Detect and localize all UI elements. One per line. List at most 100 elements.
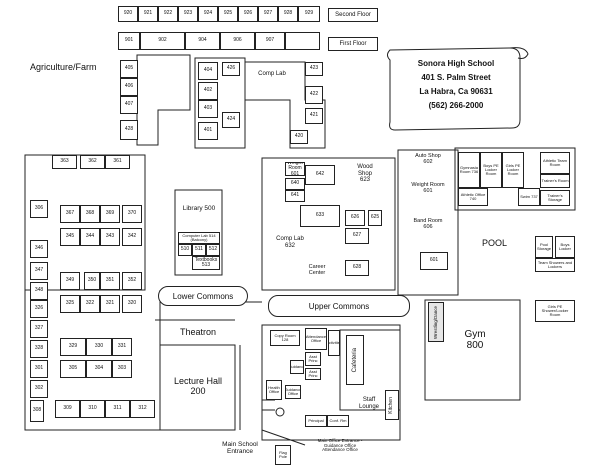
room-423: 423 [305, 62, 323, 76]
room-511: 511 [192, 244, 206, 256]
boys-pe-locker: Boys PE Locker Room [480, 152, 502, 188]
room-625: 625 [368, 210, 382, 226]
room-309: 309 [55, 400, 80, 418]
athletic-office-740: Athletic Office 740 [458, 188, 488, 206]
room-901: 901 [118, 32, 140, 50]
room-321: 321 [100, 295, 120, 313]
guidance: Guidance [290, 360, 304, 374]
room-308: 308 [30, 400, 44, 422]
boys-locker: Boys Locker [555, 236, 575, 258]
room-320: 320 [122, 295, 142, 313]
school-city: La Habra, Ca 90631 [419, 86, 493, 96]
swim-737: Swim 737 [518, 188, 540, 206]
room-922: 922 [158, 6, 178, 22]
room-420: 420 [290, 130, 308, 144]
room-305: 305 [60, 360, 86, 378]
room-422: 422 [305, 86, 323, 104]
theatron-label: Theatron [179, 327, 217, 338]
room-512: 512 [206, 244, 220, 256]
room-601: 601 [420, 252, 448, 270]
room-302: 302 [30, 380, 48, 398]
computer-lab-514: Computer Lab 514 (Balcony) [178, 232, 220, 244]
upper-commons: Upper Commons [268, 295, 410, 317]
main-school-entrance-label: Main School Entrance [222, 440, 258, 455]
room-325: 325 [60, 295, 80, 313]
room-362: 362 [80, 155, 105, 169]
room-924: 924 [198, 6, 218, 22]
principal: Principal [305, 415, 327, 427]
health-office: Health Office [266, 380, 282, 400]
room-310: 310 [80, 400, 105, 418]
room-925: 925 [218, 6, 238, 22]
room-902: 902 [140, 32, 185, 50]
gymnasia-room-736: Gymnasia Room 736 [458, 152, 480, 188]
room-920: 920 [118, 6, 138, 22]
kitchen-label: Kitchen [388, 396, 395, 414]
room-first-floor-small [285, 32, 320, 50]
room-927: 927 [258, 6, 278, 22]
room-626: 626 [345, 210, 365, 226]
room-326: 326 [30, 300, 48, 318]
asst-princ-1: Asst Princ [305, 352, 321, 366]
first-floor-legend: First Floor [328, 37, 378, 51]
school-name: Sonora High School [417, 58, 495, 68]
title-banner-shape [387, 47, 521, 131]
room-363: 363 [52, 155, 77, 169]
room-331: 331 [112, 338, 132, 356]
trainers-room: Trainer's Room [540, 174, 570, 188]
room-421: 421 [305, 108, 323, 124]
wrestling-dance-label: Wrestling/Dance [432, 305, 438, 339]
entrance-circle [275, 407, 285, 417]
room-344: 344 [80, 228, 100, 246]
guidance-office: Guidance Office [285, 385, 301, 399]
girls-pe-shower: Girls PE Shower/Locker Room [535, 300, 575, 322]
room-428: 428 [120, 120, 138, 140]
activities: Activities [328, 330, 340, 356]
room-424: 424 [222, 112, 240, 128]
flag-pole: Flag Pole [275, 445, 291, 465]
room-426: 426 [222, 62, 240, 76]
attendance-office: Attendance Office [305, 328, 327, 350]
second-floor-legend: Second Floor [328, 8, 378, 22]
lower-commons: Lower Commons [158, 286, 248, 306]
library-label: Library 500 [182, 205, 216, 213]
comp-lab-632-label: Comp Lab 632 [276, 236, 304, 249]
room-642: 642 [305, 165, 335, 185]
room-926: 926 [238, 6, 258, 22]
room-306: 306 [30, 200, 48, 218]
auto-shop-label: Auto Shop 602 [415, 152, 441, 165]
cafeteria-label: Cafeteria [351, 347, 358, 373]
room-329: 329 [60, 338, 86, 356]
room-929: 929 [298, 6, 320, 22]
room-907: 907 [255, 32, 285, 50]
room-327: 327 [30, 320, 48, 338]
copy-room-128: Copy Room 128 [270, 330, 300, 346]
room-633: 633 [300, 205, 340, 227]
room-312: 312 [130, 400, 155, 418]
room-628: 628 [345, 260, 369, 276]
room-349: 349 [60, 272, 80, 290]
school-street: 401 S. Palm Street [421, 72, 491, 82]
room-405: 405 [120, 60, 138, 78]
room-346: 346 [30, 240, 48, 258]
room-347: 347 [30, 262, 48, 280]
agriculture-farm-label: Agriculture/Farm [30, 62, 97, 72]
room-352: 352 [122, 272, 142, 290]
room-348: 348 [30, 282, 48, 300]
room-401: 401 [198, 122, 218, 140]
room-369: 369 [100, 205, 120, 223]
lecture-hall-label: Lecture Hall 200 [173, 376, 223, 396]
school-phone: (562) 266-2000 [428, 100, 484, 110]
band-room-label: Band Room 606 [413, 217, 443, 230]
room-330: 330 [86, 338, 112, 356]
room-923: 923 [178, 6, 198, 22]
wrestling-dance: Wrestling/Dance [428, 302, 444, 342]
cafeteria: Cafeteria [346, 335, 364, 385]
room-361: 361 [105, 155, 130, 169]
room-301: 301 [30, 360, 48, 378]
room-921: 921 [138, 6, 158, 22]
room-404: 404 [198, 62, 218, 80]
room-640: 640 [285, 178, 305, 190]
